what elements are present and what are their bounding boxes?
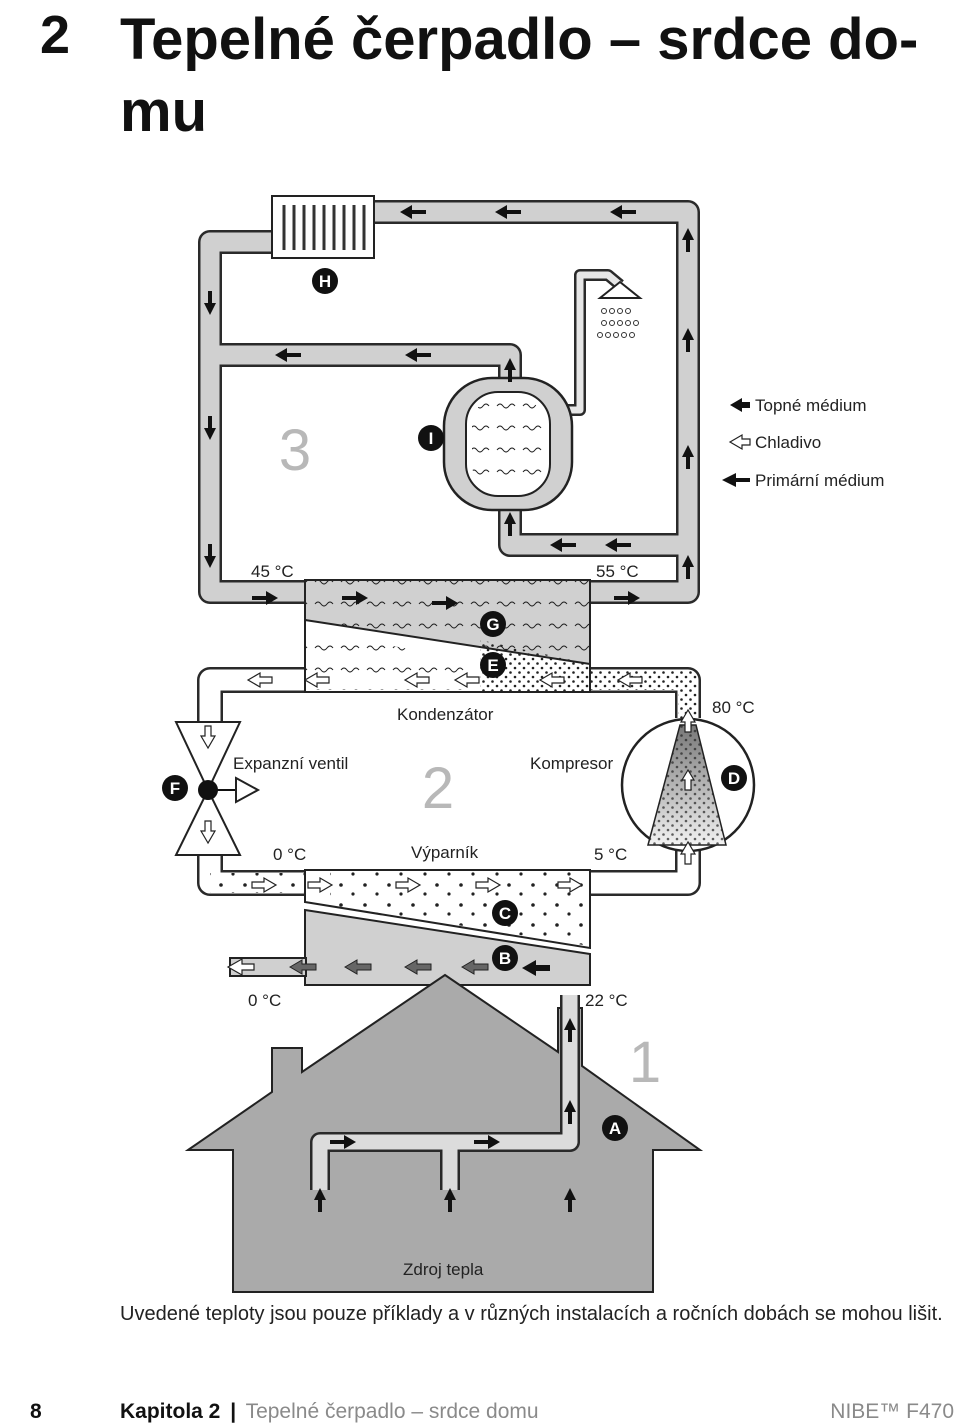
condenser	[304, 579, 591, 693]
temp-hot-gas: 80 °C	[712, 698, 755, 717]
heat-pump-diagram: H I G E D F C B A 3 2 1 Kondenzátor Expa…	[162, 195, 884, 1293]
marker-d: D	[728, 769, 740, 788]
radiator	[271, 195, 375, 259]
page-title: Tepelné čerpadlo – srdce do-mu	[120, 7, 919, 144]
footer-chapter-label: Kapitola 2	[120, 1400, 221, 1423]
label-compressor: Kompresor	[530, 754, 613, 773]
label-heat-source: Zdroj tepla	[403, 1260, 484, 1279]
flow-arrows	[204, 205, 694, 1212]
expansion-valve	[174, 721, 261, 856]
component-labels: Kondenzátor Expanzní ventil Kompresor Vý…	[233, 705, 613, 1279]
brine-arrows	[289, 959, 489, 975]
footer-page-number: 8	[30, 1400, 42, 1423]
marker-c: C	[499, 904, 511, 923]
marker-b: B	[499, 949, 511, 968]
footer-brand: NIBE™ F470	[830, 1400, 954, 1423]
temp-after-valve: 0 °C	[273, 845, 306, 864]
legend-refrigerant: Chladivo	[755, 433, 821, 452]
footer-chapter-title: Tepelné čerpadlo – srdce domu	[245, 1400, 539, 1423]
circuit-number-three: 3	[279, 418, 311, 483]
marker-f: F	[170, 779, 180, 798]
circuit-numbers: 3 2 1	[279, 418, 661, 1095]
marker-e: E	[487, 656, 498, 675]
marker-i: I	[429, 429, 434, 448]
temp-return-heating: 45 °C	[251, 562, 294, 581]
marker-letters: H I G E D F C B A	[170, 272, 740, 1138]
water-drops	[597, 308, 639, 338]
marker-a: A	[609, 1119, 621, 1138]
legend-arrows	[722, 398, 751, 487]
circuit-number-one: 1	[629, 1030, 661, 1095]
refrigerant-arrows	[199, 671, 697, 977]
marker-g: G	[486, 615, 499, 634]
evaporator	[304, 869, 591, 986]
label-expansion-valve: Expanzní ventil	[233, 754, 348, 773]
marker-circles	[162, 268, 747, 1141]
temp-brine-in: 22 °C	[585, 991, 628, 1010]
footer-separator: |	[230, 1400, 237, 1423]
label-evaporator: Výparník	[411, 843, 479, 862]
temp-brine-out: 0 °C	[248, 991, 281, 1010]
footer-chapter: Kapitola 2 | Tepelné čerpadlo – srdce do…	[120, 1400, 539, 1424]
shower-head	[597, 280, 643, 299]
heating-arrow-top-1	[400, 205, 426, 219]
legend: Topné médium Chladivo Primární médium	[755, 396, 884, 490]
circuit-number-two: 2	[422, 756, 454, 821]
chapter-number: 2	[40, 5, 71, 65]
temperature-labels: 45 °C 55 °C 80 °C 0 °C 5 °C 0 °C 22 °C	[248, 562, 755, 1010]
legend-heating-medium: Topné médium	[755, 396, 867, 415]
temp-suction: 5 °C	[594, 845, 627, 864]
label-condenser: Kondenzátor	[397, 705, 494, 724]
legend-primary-medium: Primární médium	[755, 471, 884, 490]
temp-flow-heating: 55 °C	[596, 562, 639, 581]
marker-h: H	[319, 272, 331, 291]
caption: Uvedené teploty jsou pouze příklady a v …	[120, 1303, 943, 1325]
hot-water-tank	[442, 376, 574, 512]
